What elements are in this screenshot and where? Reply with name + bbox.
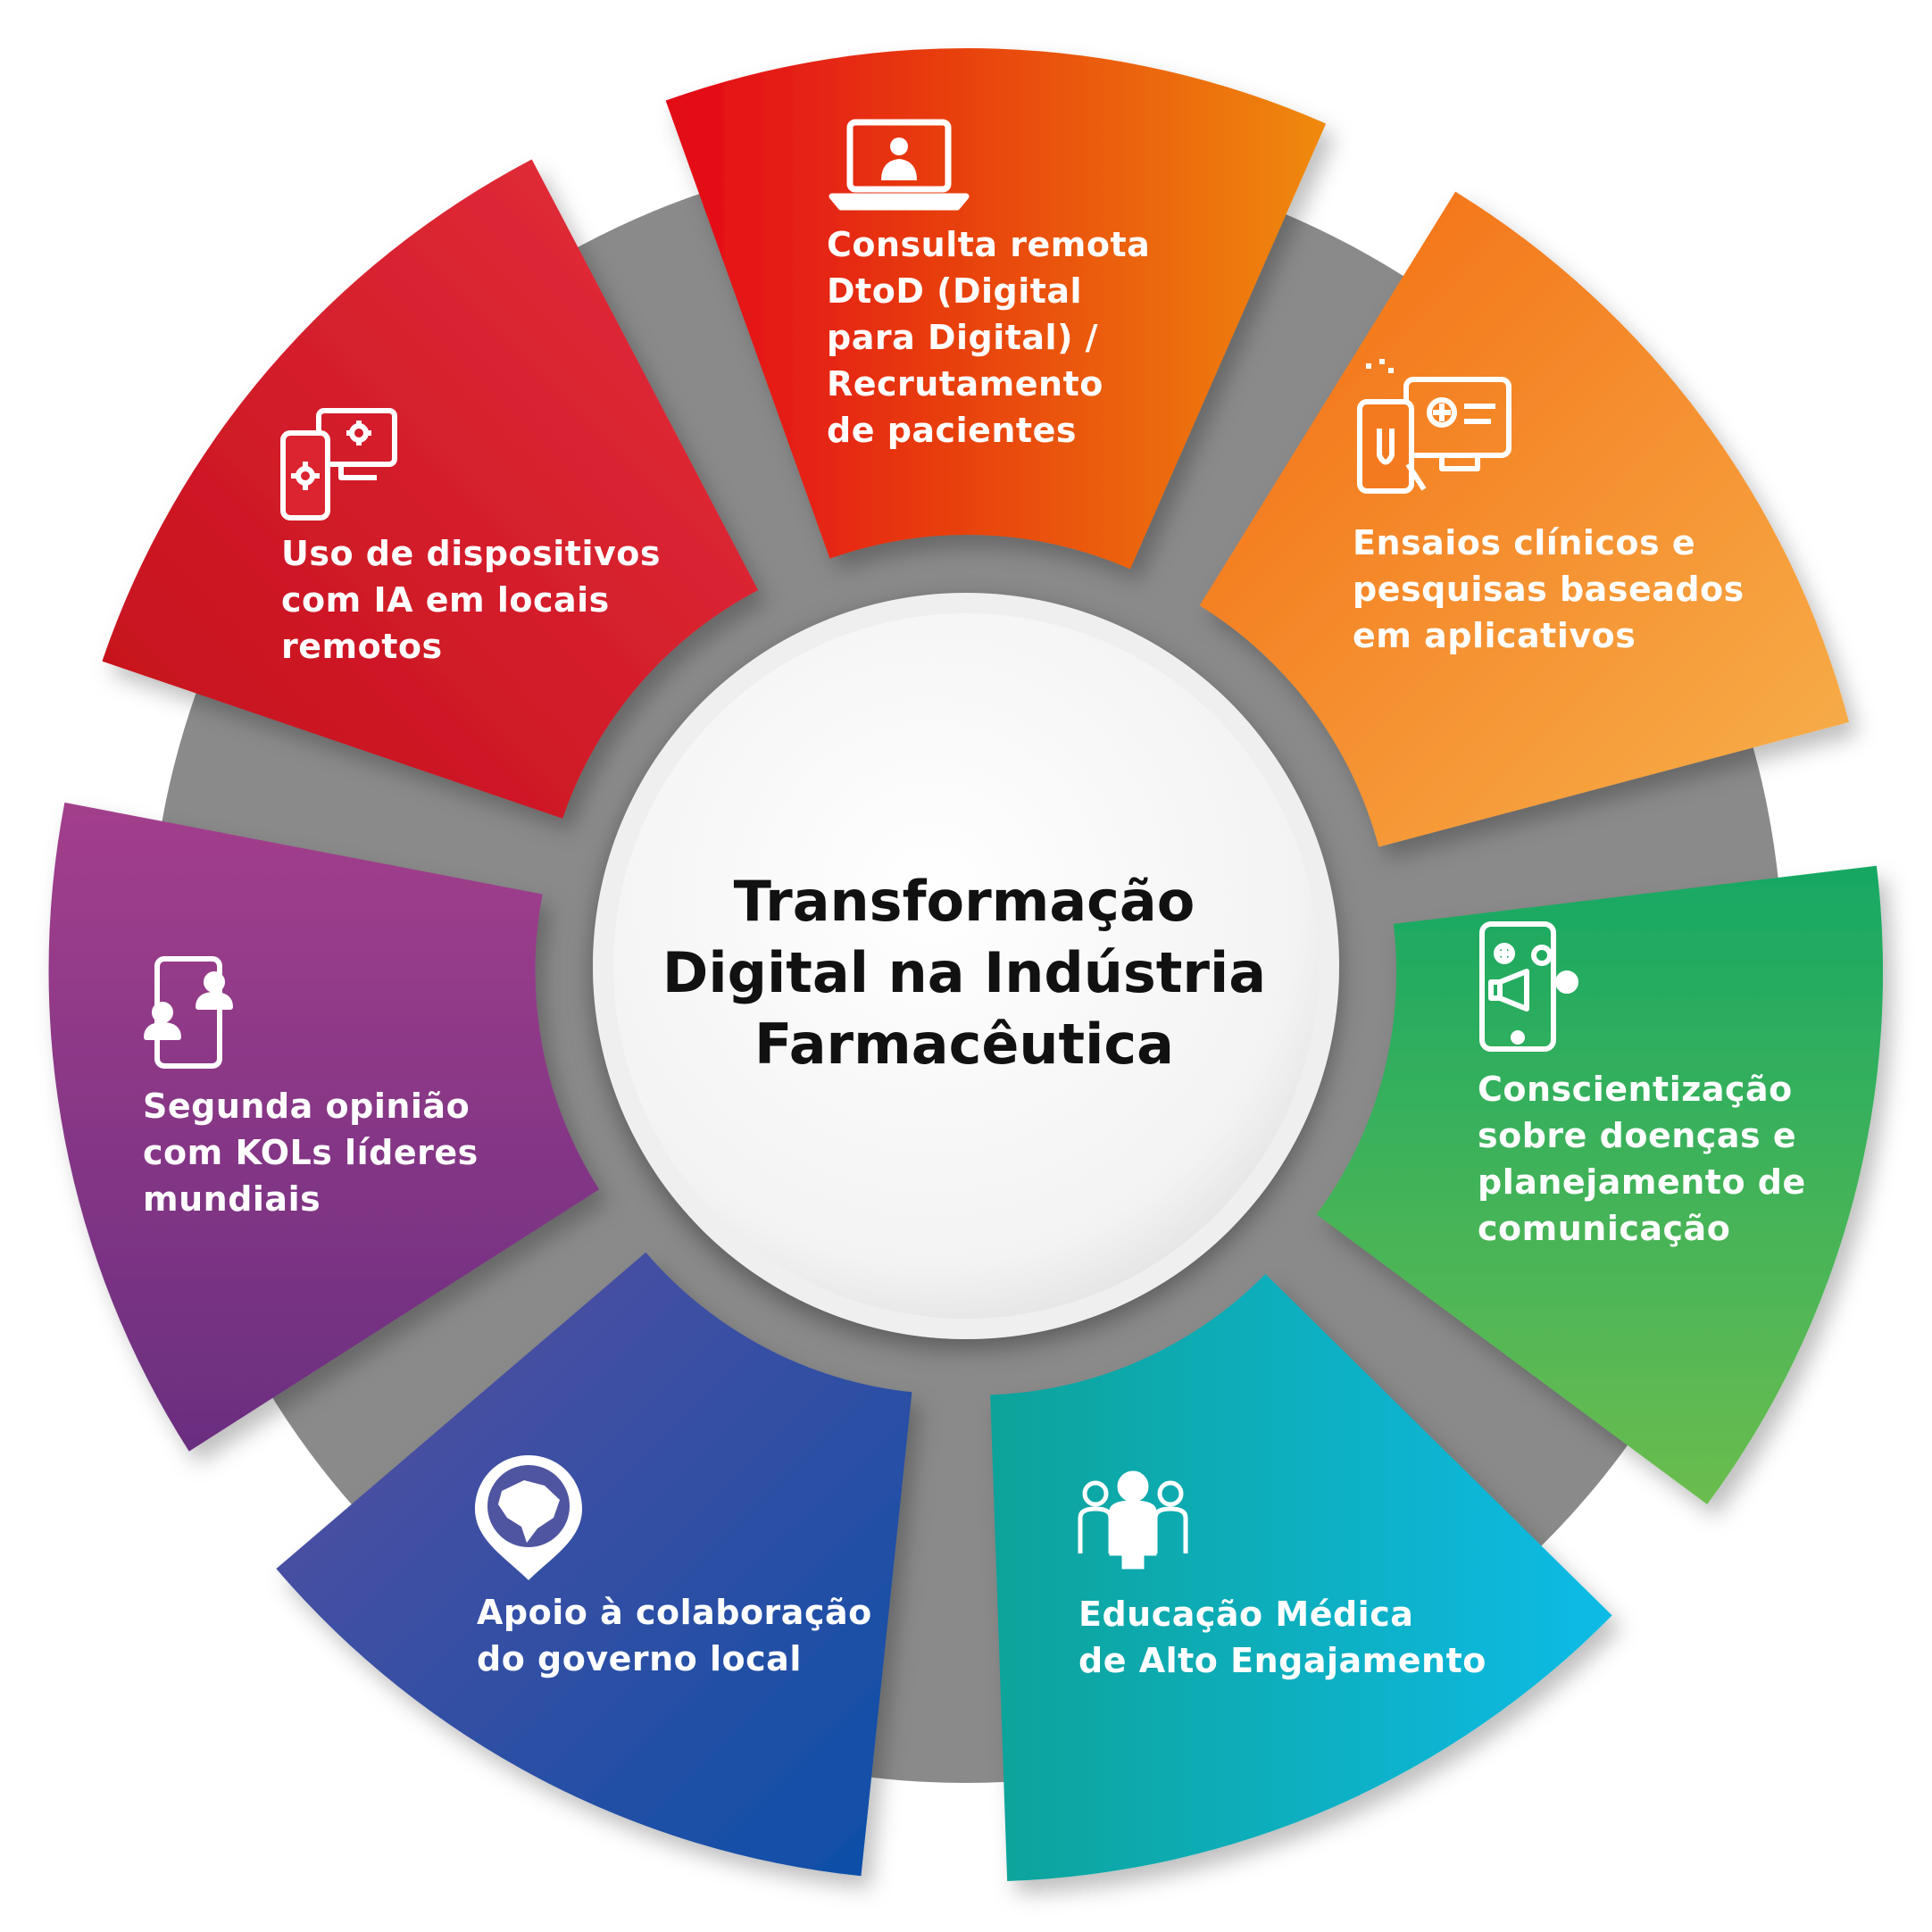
segment-conscientizacao bbox=[1316, 865, 1884, 1505]
devices-ai-icon bbox=[280, 408, 397, 520]
segment-label-educacao-medica: Educação Médica de Alto Engajamento bbox=[1078, 1595, 1486, 1680]
center-disc bbox=[613, 613, 1319, 1319]
phone-doctors-icon bbox=[144, 956, 233, 1069]
segment-dispositivos-ia bbox=[102, 159, 759, 819]
segment-label-dispositivos-ia: Uso de dispositivos com IA em locais rem… bbox=[281, 534, 661, 666]
group-people-icon bbox=[1078, 1470, 1188, 1570]
segment-label-conscientizacao: Conscientização sobre doenças e planejam… bbox=[1478, 1070, 1806, 1248]
phone-megaphone-icon bbox=[1479, 921, 1578, 1052]
mobile-clinical-app-icon bbox=[1357, 359, 1511, 494]
segment-label-ensaios-clinicos: Ensaios clínicos e pesquisas baseados em… bbox=[1353, 523, 1745, 655]
segment-consulta-remota bbox=[665, 48, 1327, 570]
segment-ensaios-clinicos bbox=[1199, 191, 1850, 847]
segment-segunda-opiniao bbox=[48, 802, 600, 1452]
segment-label-apoio-governo: Apoio à colaboração do governo local bbox=[477, 1593, 872, 1678]
segment-label-consulta-remota: Consulta remota DtoD (Digital para Digit… bbox=[827, 225, 1151, 450]
segment-educacao-medica bbox=[990, 1273, 1612, 1882]
center-title: Transformação Digital na Indústria Farma… bbox=[662, 869, 1267, 1077]
map-pin-brazil-icon bbox=[475, 1455, 582, 1580]
segment-apoio-governo bbox=[276, 1252, 912, 1877]
segment-label-segunda-opiniao: Segunda opinião com KOLs líderes mundiai… bbox=[143, 1087, 479, 1219]
laptop-doctor-icon bbox=[829, 119, 970, 211]
